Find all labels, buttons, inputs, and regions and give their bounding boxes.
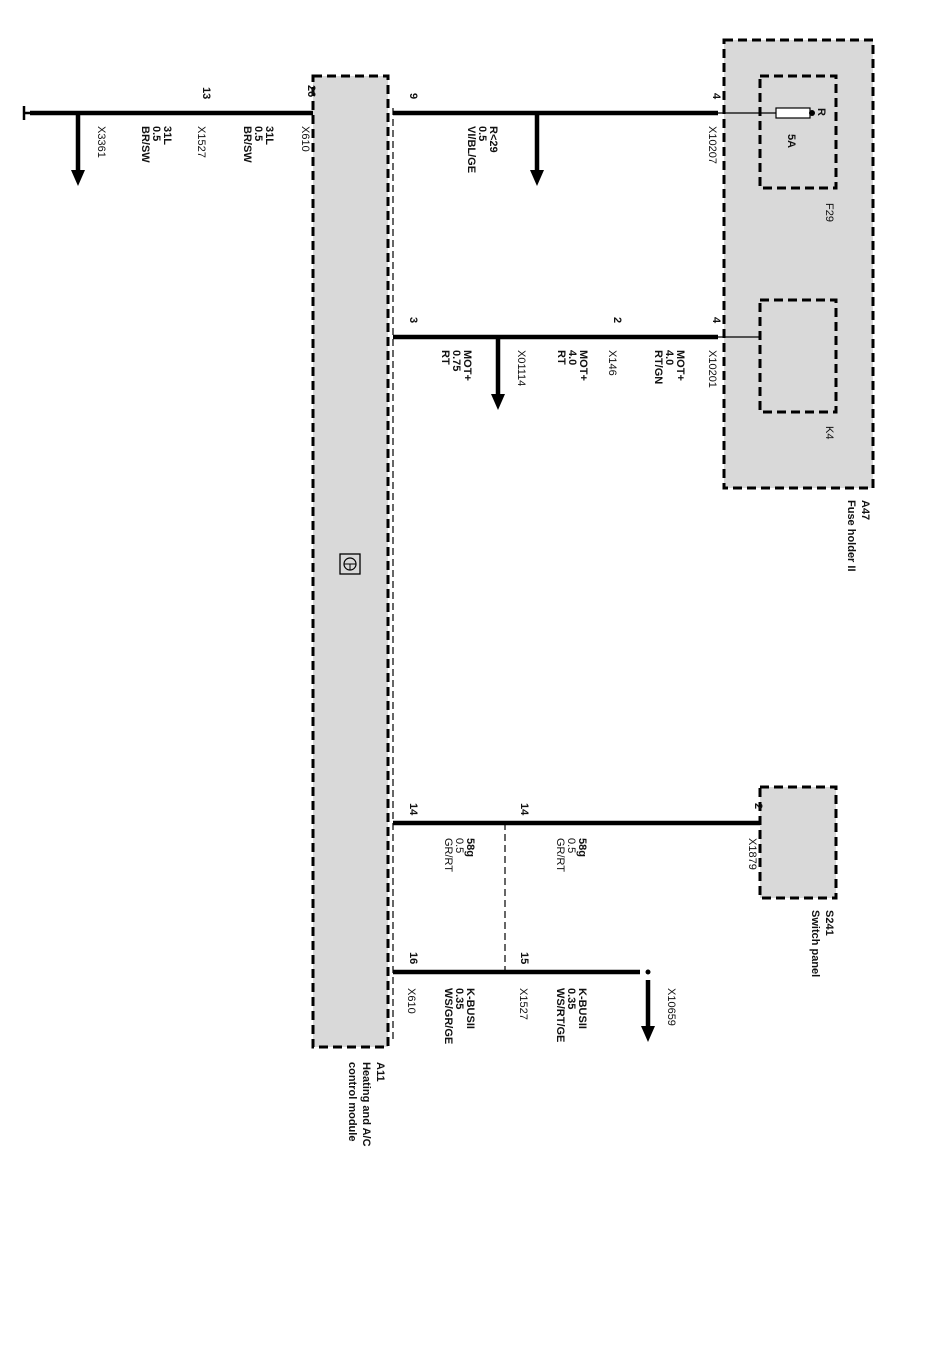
- label: 0.75: [450, 350, 462, 371]
- splice-x3361: X3361: [95, 126, 107, 158]
- label: MOT+: [461, 350, 473, 381]
- s241-switch-panel-box: [758, 785, 838, 900]
- connector-x146: X146: [606, 350, 618, 376]
- pin-9: 9: [407, 93, 419, 99]
- splice-arrow-icon: [641, 1026, 655, 1042]
- a47-id: A47: [859, 500, 871, 520]
- fuse-feed-wire: 9 R<290.5VI/BL/GE 4 X10207: [393, 93, 776, 186]
- splice-x10659: X10659: [665, 988, 677, 1026]
- label: 4.0: [663, 350, 675, 365]
- label: 31L: [161, 126, 173, 145]
- label: 0.5: [252, 126, 264, 141]
- pin-14: 14: [407, 803, 419, 816]
- splice-x01114: X01114: [515, 350, 527, 386]
- label: RT: [555, 350, 567, 365]
- a47-fuse-holder-box: [722, 38, 875, 490]
- label: 31L: [263, 126, 275, 145]
- wire-spec: R<290.5VI/BL/GE: [465, 126, 499, 173]
- label: VI/BL/GE: [465, 126, 477, 173]
- a11-name-line1: Heating and A/C: [360, 1062, 372, 1147]
- label: 0.35: [565, 988, 577, 1009]
- wire-spec: MOT+4.0RT: [555, 350, 589, 381]
- ground-icon: [22, 106, 32, 120]
- label: RT/GN: [652, 350, 664, 384]
- module-symbol-icon: [339, 553, 361, 575]
- k4-id: K4: [823, 426, 835, 439]
- label: R<29: [487, 126, 499, 153]
- pin-4: 4: [710, 93, 722, 100]
- a47-label: A47 Fuse holder II: [845, 500, 871, 572]
- diagram-mark: [645, 969, 651, 975]
- connector-x1879: X1879: [746, 838, 758, 870]
- label: 0.35: [453, 988, 465, 1009]
- label: GR/RT: [554, 838, 566, 872]
- diagram-mark: [339, 553, 361, 575]
- label: RT: [439, 350, 451, 365]
- pin-4: 4: [710, 317, 722, 324]
- s241-id: S241: [823, 910, 835, 936]
- a11-name-line2: control module: [346, 1062, 358, 1141]
- a11-label: A11 Heating and A/C control module: [346, 1062, 386, 1147]
- label: GR/RT: [442, 838, 454, 872]
- f29-id: F29: [823, 203, 835, 222]
- label: 0.5: [565, 838, 577, 853]
- connector-x1527: X1527: [517, 988, 529, 1020]
- label: 0.5: [476, 126, 488, 141]
- connector-x610: X610: [405, 988, 417, 1014]
- diagram-mark: [775, 107, 811, 119]
- splice-arrow-icon: [530, 170, 544, 186]
- label: WS/GR/GE: [442, 988, 454, 1044]
- a11-module-box: [311, 74, 390, 1049]
- label: 58g: [464, 838, 476, 857]
- f29-pin: R: [815, 108, 827, 116]
- splice-arrow-icon: [71, 170, 85, 186]
- pin-2: 2: [752, 803, 764, 809]
- label: BR/SW: [139, 126, 151, 163]
- s241-name: Switch panel: [809, 910, 821, 977]
- k4-relay-box: [758, 298, 838, 414]
- label: 58g: [576, 838, 588, 857]
- fuse-icon: [775, 107, 815, 119]
- diagram-mark: [809, 110, 815, 116]
- connector-x1527: X1527: [195, 126, 207, 158]
- pin-14-mid: 14: [518, 803, 530, 816]
- s241-label: S241 Switch panel: [809, 910, 835, 977]
- label: K-BUSII: [576, 988, 588, 1029]
- label: WS/RT/GE: [554, 988, 566, 1042]
- pin-15: 15: [518, 952, 530, 964]
- splice-arrow-icon: [491, 394, 505, 410]
- label: 0.5: [150, 126, 162, 141]
- pin-26: 26: [305, 85, 317, 97]
- pin-3: 3: [407, 317, 419, 323]
- connector-x10201: X10201: [706, 350, 718, 388]
- pin-2: 2: [611, 317, 623, 323]
- f29-rating: 5A: [785, 134, 797, 148]
- label: MOT+: [674, 350, 686, 381]
- pin-16: 16: [407, 952, 419, 964]
- label: 0.5: [453, 838, 465, 853]
- f29-fuse-box: [758, 74, 838, 190]
- wire-spec: MOT+4.0RT/GN: [652, 350, 686, 384]
- pin-13: 13: [200, 87, 212, 99]
- label: 4.0: [566, 350, 578, 365]
- connector-x610: X610: [299, 126, 311, 152]
- a47-name: Fuse holder II: [845, 500, 857, 572]
- label: K-BUSII: [464, 988, 476, 1029]
- connector-x10207: X10207: [706, 126, 718, 164]
- label: MOT+: [577, 350, 589, 381]
- label: BR/SW: [241, 126, 253, 163]
- a11-id: A11: [374, 1062, 386, 1082]
